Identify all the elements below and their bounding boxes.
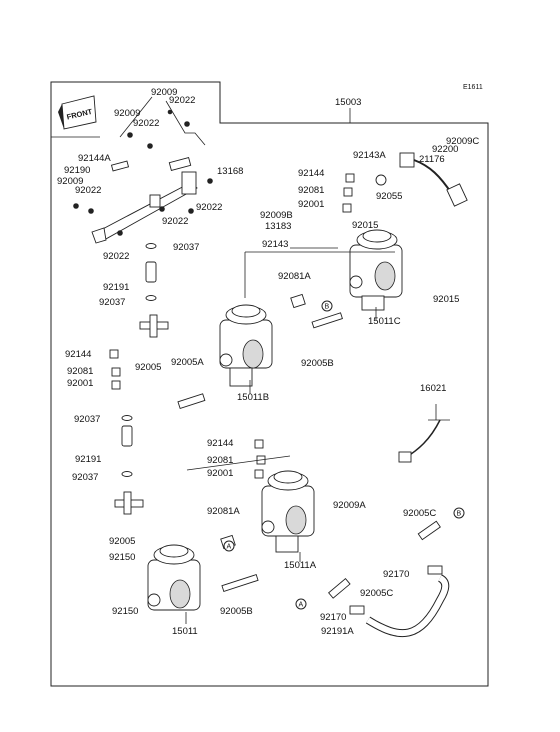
part-label: 92150 [112,606,138,617]
svg-text:A: A [227,544,232,551]
part-label: 92081A [278,271,311,282]
part-label: 92170 [383,569,409,580]
callout-a-mid: A [223,540,235,552]
part-label: 92015 [352,220,378,231]
part-label: 92190 [64,165,90,176]
part-label: 92144 [207,438,233,449]
part-label: 15011 [172,626,198,637]
diagram-code: E1611 [463,84,483,91]
part-label: 92144 [298,168,324,179]
part-label: 92005B [301,358,334,369]
carburetor-15011C [349,229,403,311]
part-label: 92037 [173,242,199,253]
part-label: 92001 [207,468,233,479]
part-label: 92005C [360,588,393,599]
part-label: 92081 [298,185,324,196]
callout-b-right: B [453,507,465,519]
part-label: 92191A [321,626,354,637]
part-label: 92037 [99,297,125,308]
part-label: 92022 [196,202,222,213]
carburetor-15011A [261,470,315,553]
fittings [109,173,441,599]
callout-a-low: A [295,598,307,610]
part-label: 92037 [74,414,100,425]
part-label: 92200 [432,144,458,155]
part-label: 92005C [403,508,436,519]
throttle-linkage [73,96,213,244]
part-label: 92005 [109,536,135,547]
carburetor-15011B [219,304,273,387]
part-label: 92005B [220,606,253,617]
part-label: 92022 [75,185,101,196]
front-arrow-icon: FRONT [58,95,97,130]
part-label: 92022 [103,251,129,262]
part-label: 92055 [376,191,402,202]
part-label: 92143A [353,150,386,161]
part-label: 92005A [171,357,204,368]
part-label: 15011B [237,392,269,403]
part-label: 92009B [260,210,293,221]
part-label: 92144 [65,349,91,360]
carburetor-15011 [147,544,201,611]
part-label: 92009A [333,500,366,511]
part-label: 92081 [207,455,233,466]
part-label: 92170 [320,612,346,623]
part-label: 92081A [207,506,240,517]
part-label: 92150 [109,552,135,563]
group-label: 15003 [335,97,361,108]
part-label: 92144A [78,153,111,164]
part-label: 92191 [103,282,129,293]
svg-text:B: B [325,304,330,311]
part-label: 92009C [446,136,479,147]
part-label: 92143 [262,239,288,250]
part-label: 92022 [162,216,188,227]
callout-b-top: B [321,300,333,312]
part-label: 92001 [67,378,93,389]
part-label: 92037 [72,472,98,483]
svg-text:B: B [457,511,462,518]
part-label: 92081 [67,366,93,377]
part-label: 16021 [420,383,446,394]
assembly-frame [50,81,489,687]
part-label: 92009 [114,108,140,119]
part-label: 92009 [57,176,83,187]
leader-lines [185,247,450,624]
part-label: 92022 [133,118,159,129]
part-label: 13168 [217,166,243,177]
part-label: 92022 [169,95,195,106]
part-label: 92009 [151,87,177,98]
part-labels: 92009 92022 92009 92022 92144A 92190 920… [57,87,479,637]
part-label: 15011A [284,560,317,571]
part-label: 92005 [135,362,161,373]
part-label: 92191 [75,454,101,465]
part-label: 92015 [433,294,459,305]
part-label: 15011C [368,316,401,327]
part-label: 21176 [419,154,445,165]
part-label: 92001 [298,199,324,210]
part-label: 13183 [265,221,291,232]
svg-text:A: A [299,602,304,609]
sensor-and-hose [349,152,468,637]
